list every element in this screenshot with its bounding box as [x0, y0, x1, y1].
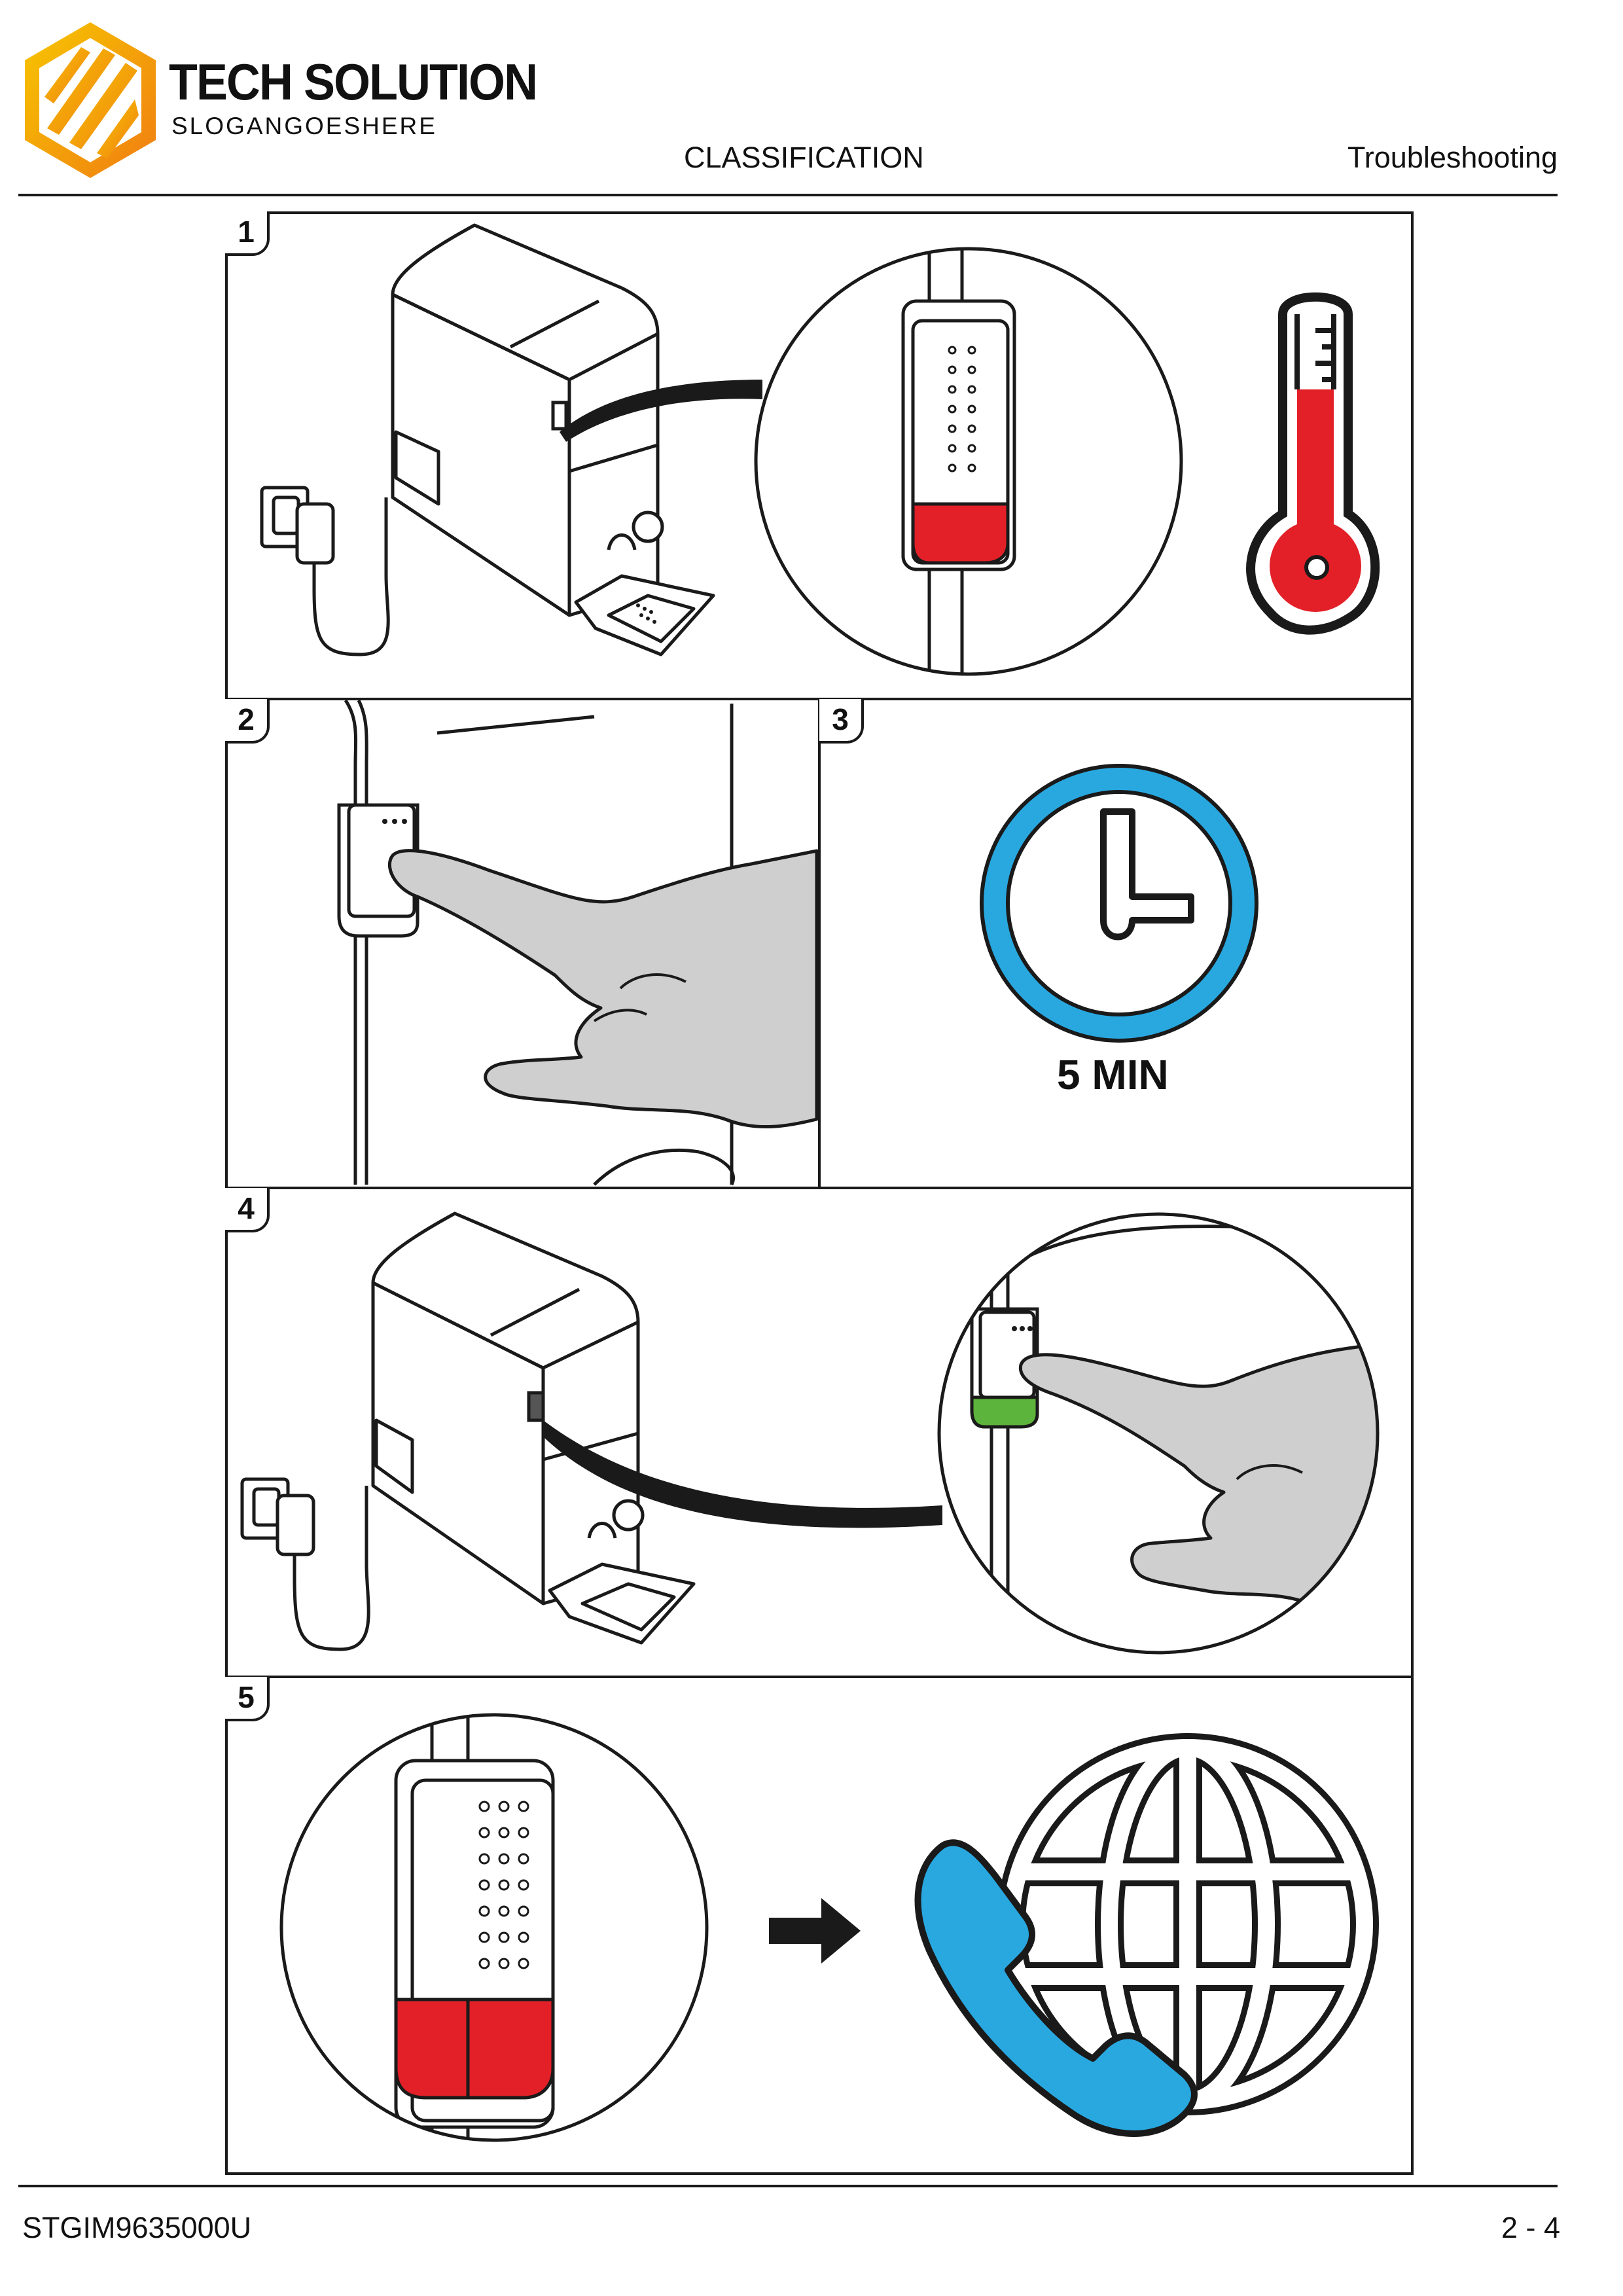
indicator-zoom-circle: [937, 1212, 1380, 1655]
section-title: Troubleshooting: [1347, 141, 1558, 174]
brand-logo-icon: [25, 22, 156, 178]
step-number-1: 1: [225, 211, 270, 256]
finger-press-button-icon: [337, 699, 819, 1186]
zoom-connector: [543, 1420, 942, 1528]
arrow-right-icon: [769, 1898, 861, 1964]
step-number-4: 4: [225, 1188, 270, 1232]
document-number: STGIM9635000U: [22, 2211, 252, 2244]
indicator-red-icon: [279, 1713, 709, 2142]
zoom-connector: [560, 380, 762, 442]
panel-divider-2: [225, 1187, 1414, 1189]
step-number-2: 2: [225, 699, 270, 744]
header-divider: [18, 194, 1558, 196]
globe-phone-icon: [914, 1733, 1379, 2137]
thermometer-icon: [1246, 292, 1380, 635]
dispenser-icon: [260, 223, 715, 656]
brand-name: TECH SOLUTION: [169, 53, 538, 111]
indicator-zoom-circle: [754, 247, 1183, 676]
panel-divider-vertical: [818, 698, 821, 1188]
panel-divider-3: [225, 1676, 1414, 1678]
clock-icon: [980, 764, 1258, 1043]
dispenser-icon: [240, 1211, 696, 1651]
brand-slogan: SLOGANGOESHERE: [171, 113, 437, 139]
footer-divider: [18, 2185, 1558, 2187]
page-number: 2 - 4: [1501, 2211, 1560, 2244]
classification-label: CLASSIFICATION: [684, 141, 924, 174]
step-number-3: 3: [819, 699, 864, 744]
step-number-5: 5: [225, 1677, 270, 1721]
timer-label: 5 MIN: [1057, 1051, 1169, 1098]
